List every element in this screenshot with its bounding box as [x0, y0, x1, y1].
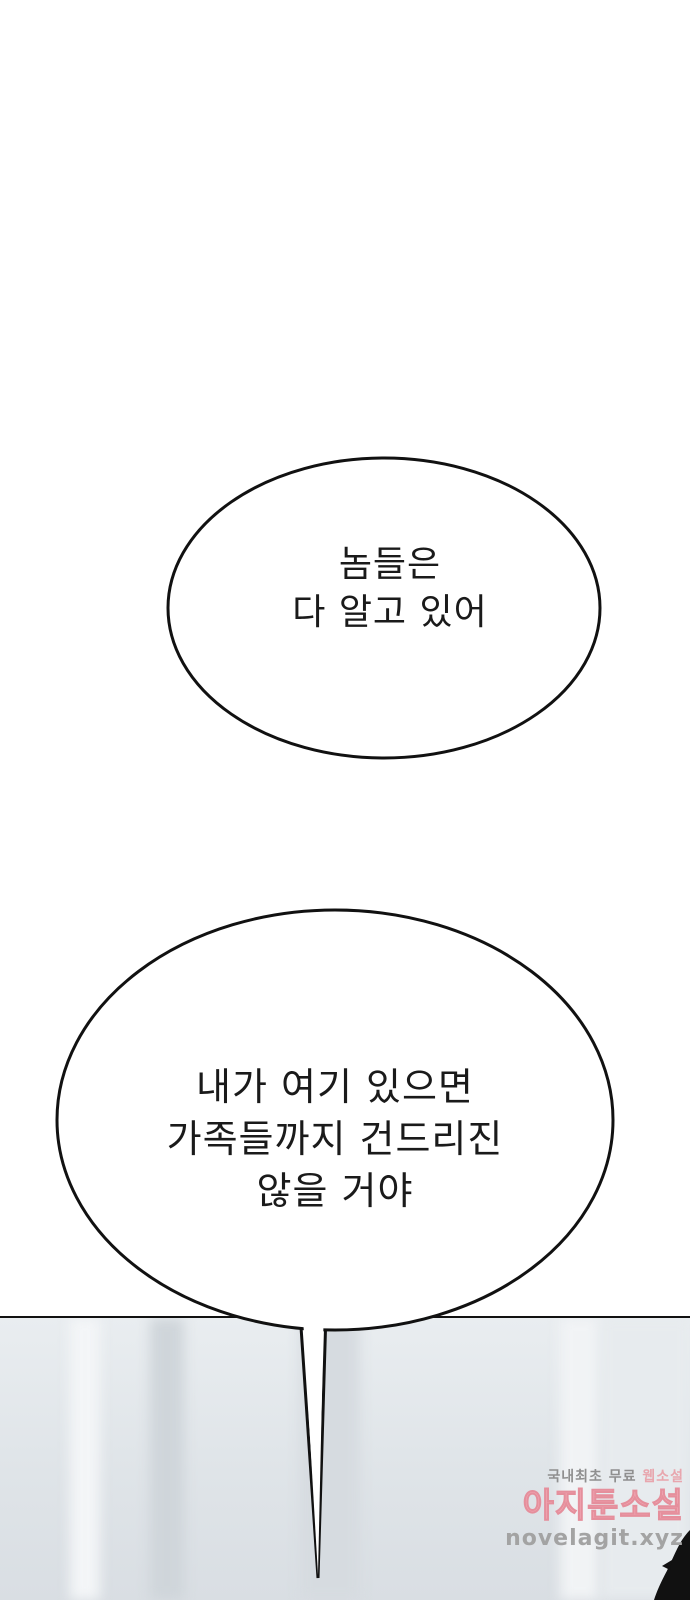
watermark-tagline: 국내최초 무료 웹소설	[464, 1468, 684, 1486]
character-hair-fragment	[654, 1530, 690, 1600]
dialogue-line: 다 알고 있어	[292, 592, 488, 633]
blurred-background-column	[560, 1318, 600, 1600]
watermark-url: novelagit.xyz	[505, 1526, 684, 1551]
blurred-background-column	[70, 1318, 100, 1600]
watermark-tagline-start: 국내최초 무료	[547, 1469, 637, 1485]
blurred-background-column	[600, 1318, 690, 1600]
bottom-panel-scene	[0, 1316, 690, 1600]
dialogue-line: 않을 거야	[256, 1169, 414, 1213]
speech-bubble-1-text: 놈들은 다 알고 있어	[200, 541, 580, 637]
watermark-brand: 아지툰소설	[522, 1486, 684, 1527]
watermark-tagline-highlight: 웹소설	[642, 1469, 684, 1485]
dialogue-line: 가족들까지 건드리진	[166, 1117, 504, 1161]
dialogue-line: 내가 여기 있으면	[196, 1065, 474, 1109]
blurred-background-column	[150, 1318, 184, 1600]
site-watermark: 국내최초 무료 웹소설 아지툰소설 novelagit.xyz	[464, 1468, 684, 1552]
speech-bubble-2-text: 내가 여기 있으면 가족들까지 건드리진 않을 거야	[100, 1061, 570, 1217]
dialogue-line: 놈들은	[338, 544, 442, 585]
